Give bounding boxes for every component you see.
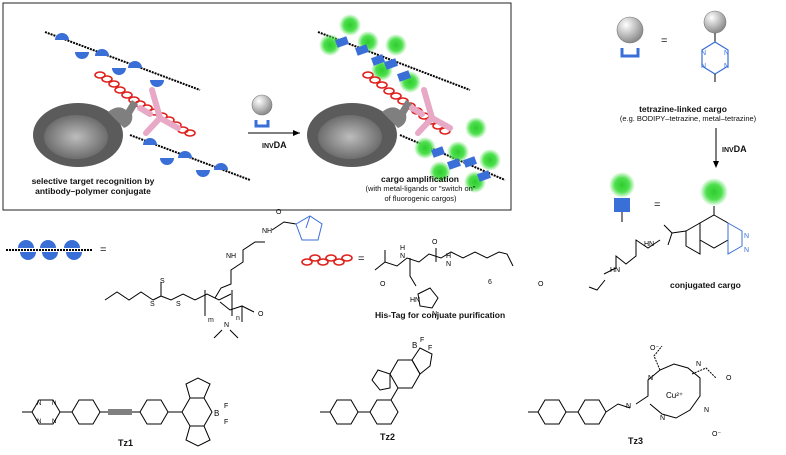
label-tz3: Tz3 (628, 436, 644, 446)
svg-text:Cu²⁺: Cu²⁺ (666, 391, 683, 400)
svg-text:S: S (160, 278, 165, 285)
equals-sign-top: = (661, 35, 668, 47)
tetrazine-subcaption: (e.g. BODIPY–tetrazine, metal–tetrazine) (619, 114, 757, 123)
reaction-label-prefix: INV (262, 143, 274, 150)
equals-sign-cargo: = (654, 199, 661, 211)
amplification-subcaption: (with metal-ligands or "switch on" of fl… (365, 184, 476, 203)
svg-text:N: N (224, 322, 229, 329)
svg-text:N: N (52, 419, 56, 425)
antibody-right (409, 87, 453, 136)
svg-text:HN: HN (410, 297, 420, 304)
equals-sign-polymer: = (100, 244, 107, 256)
svg-text:O⁻: O⁻ (712, 431, 721, 438)
target-cell-right (307, 100, 412, 167)
svg-text:H: H (446, 253, 451, 260)
svg-text:N: N (37, 401, 41, 407)
svg-text:N: N (724, 50, 729, 57)
molecule-tz1: B F F N N N N (22, 377, 228, 447)
svg-text:N: N (432, 311, 437, 318)
svg-text:F: F (420, 337, 424, 344)
svg-text:H: H (400, 245, 405, 252)
reaction-label-top: INVDA (262, 140, 287, 150)
svg-text:O: O (258, 311, 264, 318)
svg-text:N: N (626, 403, 631, 410)
polymer-legend (6, 240, 92, 260)
polymer-structure: S S S NH O O N NH (104, 209, 323, 339)
reaction-label-right: INVDA (722, 144, 747, 154)
svg-text:O: O (380, 281, 386, 288)
peptide-index: 6 (488, 279, 492, 286)
polymer-index-m: m (208, 317, 214, 324)
svg-text:N: N (52, 401, 56, 407)
his-tag-legend (301, 254, 353, 266)
svg-text:N: N (37, 419, 41, 425)
conjugated-caption: conjugated cargo (670, 280, 741, 290)
svg-text:N: N (744, 233, 749, 240)
svg-text:B: B (412, 341, 417, 350)
recognition-caption: selective target recognition by antibody… (31, 176, 155, 196)
svg-text:N: N (660, 415, 665, 422)
norbornene-ligands-left (55, 33, 228, 177)
svg-text:B: B (214, 409, 219, 418)
his-tag-caption: His-Tag for conjuate purification (375, 310, 506, 320)
svg-text:HN: HN (644, 241, 654, 248)
svg-text:N: N (744, 247, 749, 254)
svg-text:N: N (704, 407, 709, 414)
antibody-left (137, 87, 181, 136)
reaction-label-main-right: DA (733, 144, 747, 154)
svg-text:F: F (224, 419, 228, 426)
svg-text:N: N (701, 63, 706, 70)
amplification-caption: cargo amplification (381, 174, 459, 184)
svg-text:N: N (724, 63, 729, 70)
reaction-arrow-top (248, 94, 300, 136)
conjugated-cargo-legend: N N HN HN (588, 172, 749, 291)
reaction-label-prefix-right: INV (722, 147, 734, 154)
svg-text:NH: NH (226, 253, 236, 260)
label-tz1: Tz1 (118, 438, 134, 448)
molecule-tz3: N Cu²⁺ O⁻ O O⁻ N N N N (528, 345, 732, 438)
svg-text:S: S (150, 301, 155, 308)
tetrazine-legend-top: N N N N (616, 10, 729, 168)
svg-text:N: N (400, 253, 405, 260)
top-panel-frame (2, 2, 512, 211)
svg-text:F: F (428, 345, 432, 352)
svg-text:F: F (224, 403, 228, 410)
svg-text:N: N (701, 50, 706, 57)
molecule-tz2: B F F (320, 337, 433, 425)
svg-text:O: O (538, 281, 544, 288)
svg-text:O: O (726, 375, 732, 382)
svg-text:O: O (276, 209, 282, 216)
svg-text:S: S (176, 301, 181, 308)
svg-text:N: N (648, 375, 653, 382)
svg-text:HN: HN (610, 267, 620, 274)
tetrazine-caption: tetrazine-linked cargo (639, 104, 727, 114)
equals-sign-peptide: = (358, 253, 365, 265)
reaction-label-main: DA (273, 140, 287, 150)
svg-text:O: O (432, 239, 438, 246)
cargo-blocks-right (334, 36, 492, 182)
polymer-index-n: n (236, 315, 240, 322)
svg-text:N: N (696, 361, 701, 368)
svg-text:N: N (446, 261, 451, 268)
peptide-structure: O N H H N O O N HN (374, 239, 544, 318)
svg-text:O⁻: O⁻ (650, 345, 659, 352)
target-cell-left (33, 100, 138, 167)
label-tz2: Tz2 (380, 432, 396, 442)
svg-text:NH: NH (262, 228, 272, 235)
